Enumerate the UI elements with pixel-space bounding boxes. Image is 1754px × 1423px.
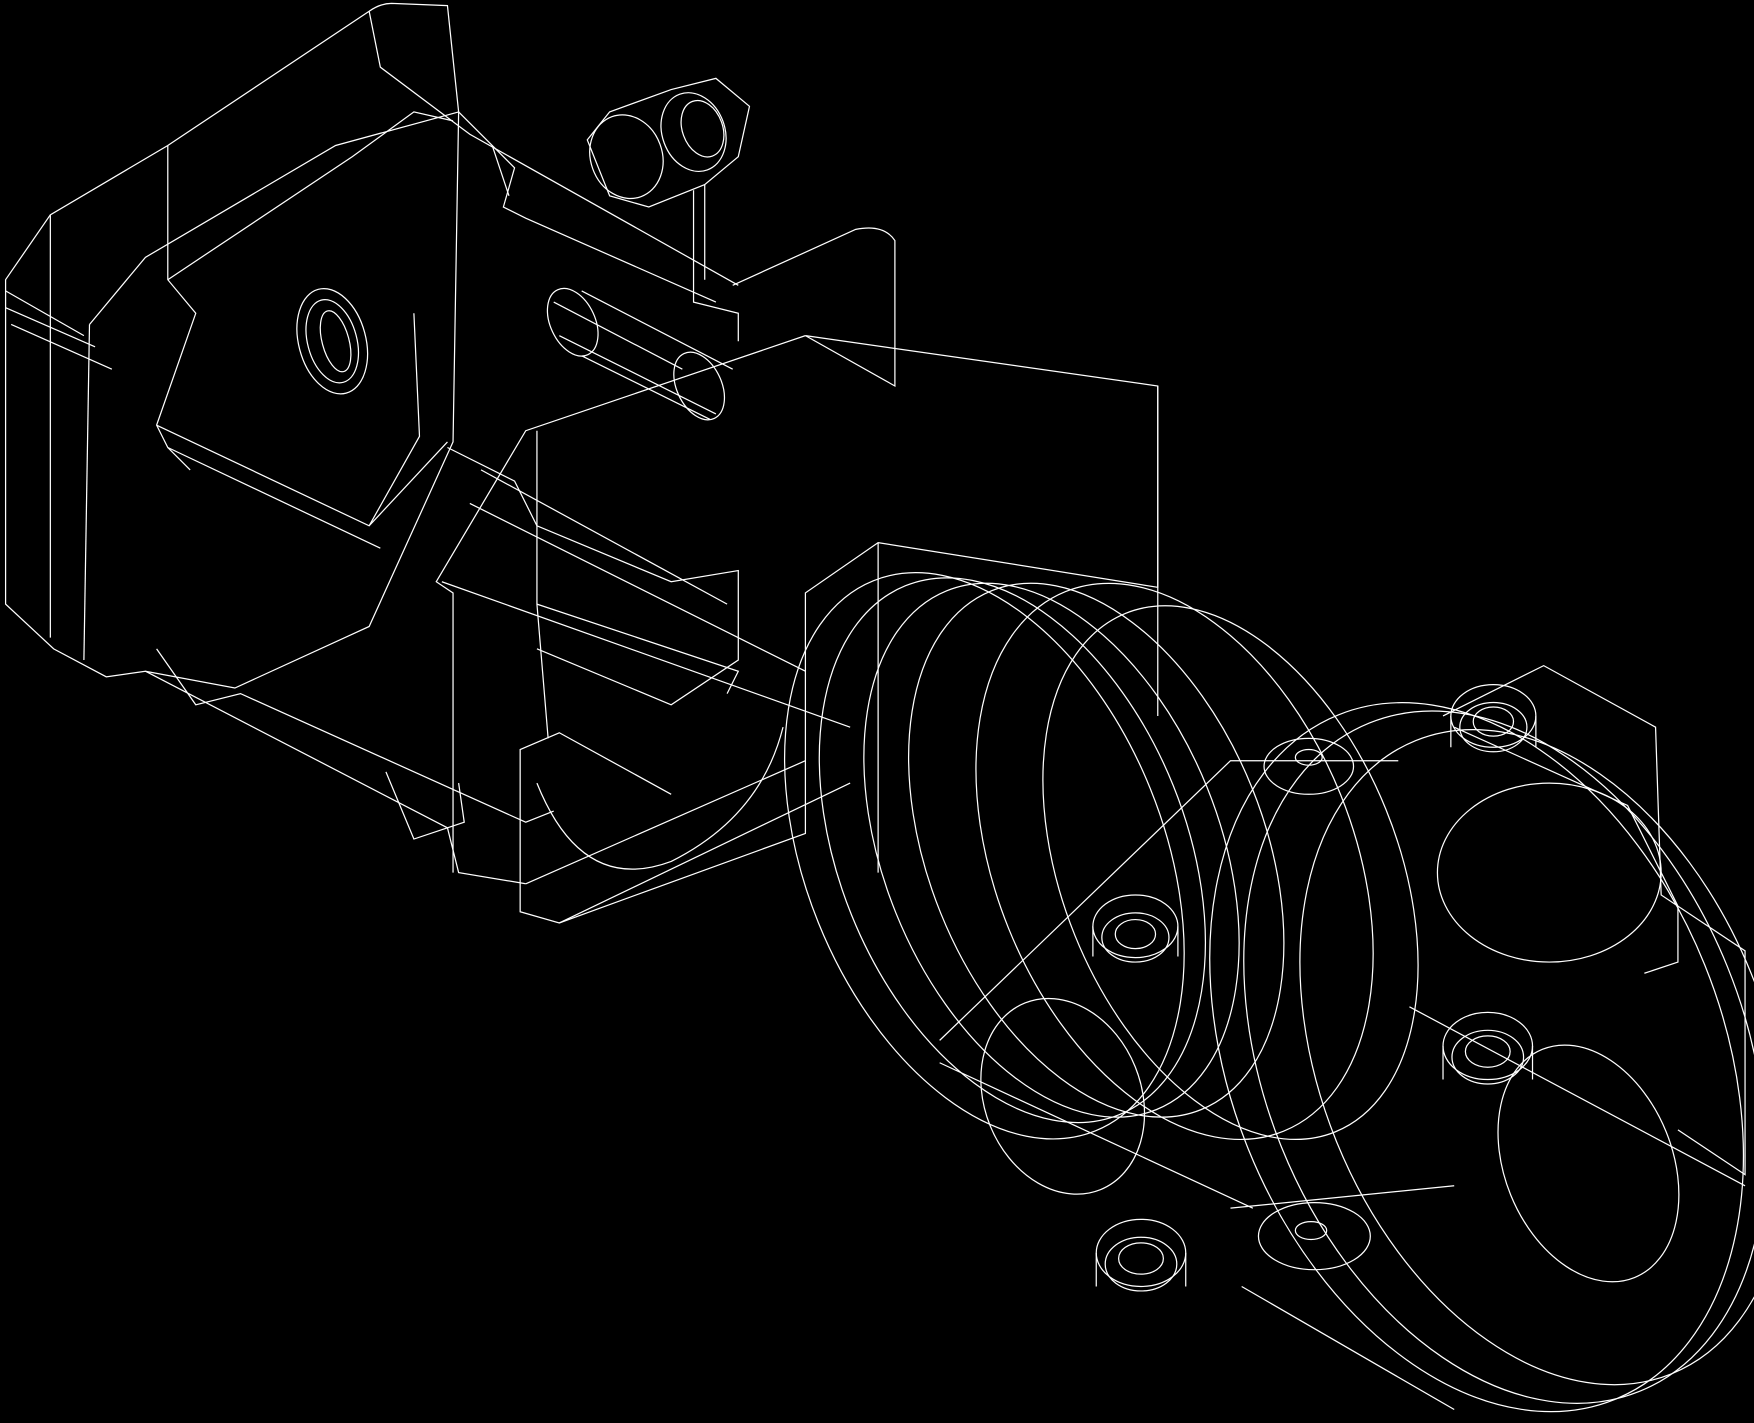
motor-block <box>4 2 739 885</box>
ellipse-outline <box>1299 729 1754 1386</box>
ellipse-outline <box>863 582 1240 1118</box>
ellipse-outline <box>1210 703 1744 1412</box>
coupling-block <box>435 227 1159 924</box>
ellipse-outline <box>296 288 369 395</box>
ellipse-outline <box>979 997 1146 1196</box>
ellipse-outline <box>589 114 664 200</box>
ellipse-outline <box>680 99 725 158</box>
shaft-slot <box>546 287 733 421</box>
socket-screws <box>1092 684 1537 1292</box>
hex-nut <box>586 77 751 342</box>
socket-screw <box>1095 1218 1187 1292</box>
ellipse-outline <box>305 298 360 384</box>
ellipse-outline <box>319 310 352 373</box>
socket-screw <box>1450 684 1537 753</box>
ellipse-outline <box>673 351 726 421</box>
ellipse-outline <box>1244 711 1754 1403</box>
rear-disc <box>1210 664 1754 1412</box>
front-disc <box>784 572 1419 1209</box>
socket-screw <box>1442 1011 1534 1085</box>
ellipse-outline <box>1042 605 1419 1140</box>
ellipse-outline <box>908 582 1285 1118</box>
socket-screw <box>1092 894 1179 963</box>
ellipse-outline <box>784 572 1185 1140</box>
ellipse-outline <box>1497 1044 1680 1283</box>
ellipse-outline <box>975 582 1374 1140</box>
ellipse-outline <box>660 91 727 173</box>
ellipse-outline <box>546 287 599 357</box>
ellipse-outline <box>819 578 1205 1123</box>
side-screw <box>296 288 369 395</box>
